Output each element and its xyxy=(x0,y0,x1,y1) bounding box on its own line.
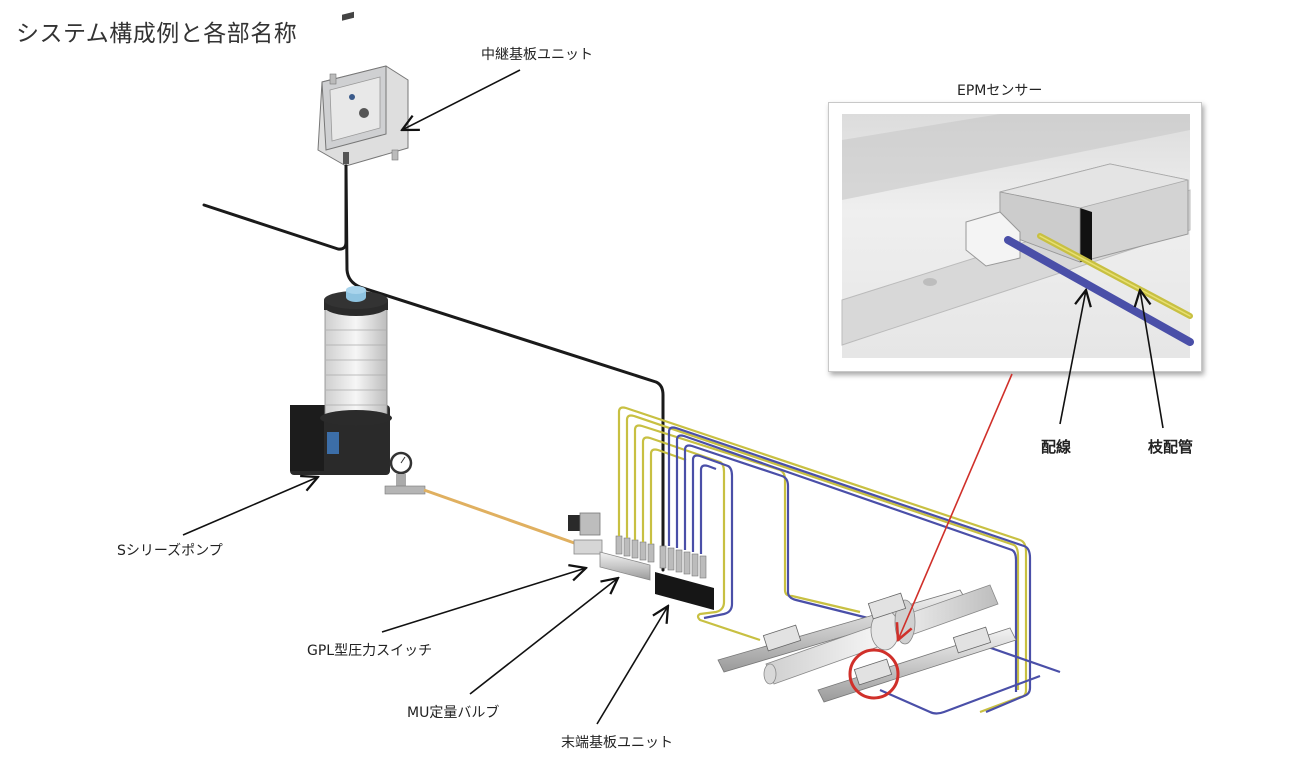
linear-guide-machine-illustration xyxy=(717,584,1017,703)
label-relay-board-unit: 中継基板ユニット xyxy=(481,47,593,63)
epm-sensor-closeup xyxy=(841,114,1194,358)
page-title: システム構成例と各部名称 xyxy=(16,21,298,47)
s-series-pump-illustration xyxy=(290,286,426,495)
arrow-terminal-unit xyxy=(596,606,668,725)
arrow-branch-piping xyxy=(1140,290,1164,429)
arrow-pressure-switch xyxy=(381,568,586,633)
label-arrows xyxy=(182,69,1164,725)
epm-sensor-pointer-line xyxy=(898,373,1013,640)
label-s-series-pump: Sシリーズポンプ xyxy=(117,543,223,559)
pressure-switch-illustration xyxy=(568,512,603,555)
terminal-board-unit-illustration xyxy=(655,545,714,610)
label-epm-sensor: EPMセンサー xyxy=(957,83,1043,99)
label-mu-valve: MU定量バルブ xyxy=(407,705,500,721)
main-supply-line xyxy=(423,488,581,547)
label-wiring: 配線 xyxy=(1041,438,1072,456)
label-branch-piping: 枝配管 xyxy=(1148,438,1194,456)
label-gpl-pressure-switch: GPL型圧力スイッチ xyxy=(307,643,433,659)
signal-cable xyxy=(202,164,665,572)
arrow-mu-valve xyxy=(469,578,618,695)
label-terminal-board-unit: 末端基板ユニット xyxy=(561,735,673,751)
arrow-pump xyxy=(182,477,318,536)
sensor-wiring-lines xyxy=(667,426,1061,715)
epm-sensor-highlight-circle xyxy=(848,648,900,700)
arrow-relay-unit xyxy=(402,69,521,130)
mu-valve-manifold-illustration xyxy=(599,535,655,581)
relay-board-unit-illustration xyxy=(317,11,409,167)
arrow-wiring xyxy=(1059,290,1086,425)
